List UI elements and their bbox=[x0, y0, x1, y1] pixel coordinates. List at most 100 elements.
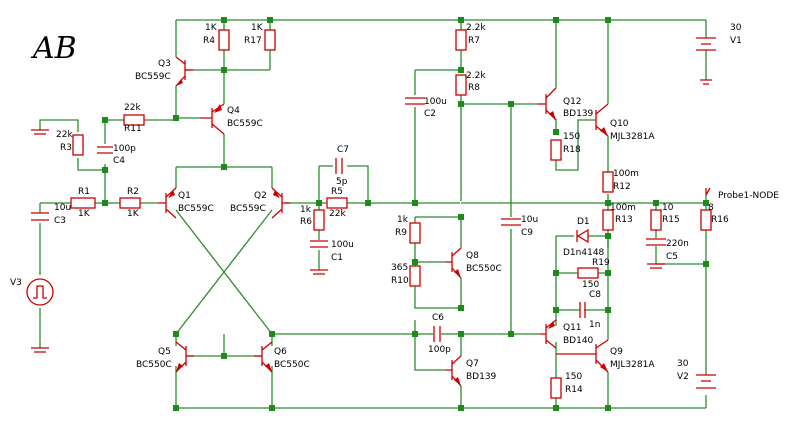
label-r1: R1 bbox=[78, 187, 90, 197]
label-r6v: 1k bbox=[300, 205, 312, 215]
label-r6: R6 bbox=[300, 217, 312, 227]
label-q8t: BC550C bbox=[466, 264, 502, 274]
label-r8: R8 bbox=[468, 83, 480, 93]
label-c3v: 10u bbox=[54, 203, 71, 213]
label-r13v: 100m bbox=[610, 203, 636, 213]
resistor-r6 bbox=[313, 209, 325, 231]
label-q7t: BD139 bbox=[466, 372, 497, 382]
label-c7: C7 bbox=[337, 145, 349, 155]
label-v3: V3 bbox=[10, 278, 22, 288]
label-q6: Q6 bbox=[274, 347, 287, 357]
resistor-r13 bbox=[602, 209, 614, 231]
label-r13: R13 bbox=[615, 215, 633, 225]
transistor-q2 bbox=[271, 187, 290, 219]
label-q2: Q2 bbox=[254, 191, 267, 201]
resistor-r12 bbox=[602, 171, 614, 193]
label-r16v: 8 bbox=[708, 203, 714, 213]
diode-d1 bbox=[576, 228, 589, 244]
label-r8v: 2.2k bbox=[466, 71, 486, 81]
probe-marker-icon bbox=[705, 187, 711, 196]
label-c9: C9 bbox=[521, 228, 533, 238]
capacitor-c9 bbox=[501, 218, 521, 226]
label-r4: R4 bbox=[203, 36, 215, 46]
capacitor-c7 bbox=[335, 158, 343, 174]
label-q1t: BC559C bbox=[178, 204, 214, 214]
ground-icon bbox=[31, 347, 49, 353]
label-c8v: 1n bbox=[589, 320, 600, 330]
label-v2v: 30 bbox=[677, 359, 689, 369]
label-r10: R10 bbox=[391, 276, 409, 286]
label-r19: R19 bbox=[592, 258, 610, 268]
sources bbox=[26, 37, 716, 389]
label-r2: R2 bbox=[127, 187, 139, 197]
label-r5: R5 bbox=[331, 187, 343, 197]
label-r5v: 22k bbox=[329, 209, 346, 219]
label-r4v: 1K bbox=[205, 23, 218, 33]
label-q4: Q4 bbox=[227, 106, 240, 116]
resistors bbox=[70, 29, 712, 399]
label-q9t: MJL3281A bbox=[610, 360, 655, 370]
label-c8: C8 bbox=[589, 290, 601, 300]
label-r3v: 22k bbox=[56, 130, 73, 140]
resistor-r10 bbox=[409, 265, 421, 287]
label-q2t: BC559C bbox=[230, 204, 266, 214]
transistor-q6 bbox=[254, 341, 273, 373]
label-q5: Q5 bbox=[158, 347, 171, 357]
label-c6: C6 bbox=[432, 313, 444, 323]
label-q6t: BC550C bbox=[274, 360, 310, 370]
ground-icon bbox=[31, 129, 49, 135]
label-r17v: 1K bbox=[251, 23, 264, 33]
label-q11t: BD140 bbox=[563, 336, 594, 346]
resistor-r17 bbox=[264, 29, 276, 51]
transistor-q7 bbox=[446, 355, 462, 387]
label-r12: R12 bbox=[613, 182, 631, 192]
ground-icon bbox=[647, 263, 665, 269]
label-r15v: 10 bbox=[662, 203, 674, 213]
resistor-r19 bbox=[577, 267, 599, 279]
label-c1v: 100u bbox=[331, 240, 354, 250]
label-r11v: 22k bbox=[124, 103, 141, 113]
label-c4v: 100p bbox=[113, 144, 136, 154]
label-q4t: BC559C bbox=[227, 119, 263, 129]
resistor-r18 bbox=[550, 139, 562, 161]
label-c2v: 100u bbox=[424, 97, 447, 107]
transistor-q9 bbox=[556, 339, 609, 373]
label-r17: R17 bbox=[244, 36, 262, 46]
label-d1t: D1n4148 bbox=[563, 248, 605, 258]
label-q12: Q12 bbox=[563, 97, 582, 107]
label-v1v: 30 bbox=[730, 23, 742, 33]
label-c5v: 220n bbox=[666, 239, 689, 249]
capacitor-c5 bbox=[646, 238, 666, 246]
label-r12v: 100m bbox=[613, 169, 639, 179]
probe-label: Probe1-NODE bbox=[718, 191, 779, 201]
resistor-r1 bbox=[70, 197, 96, 209]
label-r16: R16 bbox=[711, 215, 729, 225]
capacitor-c8 bbox=[579, 302, 586, 318]
transistor-q3 bbox=[175, 56, 193, 87]
label-v2: V2 bbox=[677, 372, 689, 382]
label-d1: D1 bbox=[577, 217, 590, 227]
resistor-r7 bbox=[455, 29, 467, 51]
label-c4: C4 bbox=[113, 156, 125, 166]
labels: 1K R4 1K R17 2.2k R7 2.2k R8 30 V1 Q3 BC… bbox=[10, 23, 779, 395]
capacitor-c6 bbox=[433, 326, 441, 342]
label-r14: R14 bbox=[565, 385, 583, 395]
transistor-q10 bbox=[595, 103, 609, 137]
label-q9: Q9 bbox=[610, 347, 623, 357]
capacitor-c3 bbox=[31, 212, 49, 221]
label-r9: R9 bbox=[395, 228, 407, 238]
label-c9v: 10u bbox=[521, 215, 538, 225]
transistors bbox=[158, 56, 609, 387]
label-r14v: 150 bbox=[565, 372, 582, 382]
label-r15: R15 bbox=[662, 215, 680, 225]
label-c1: C1 bbox=[331, 253, 343, 263]
resistor-r8 bbox=[455, 74, 467, 96]
capacitors bbox=[31, 97, 666, 342]
label-q12t: BD139 bbox=[563, 109, 594, 119]
resistor-r4 bbox=[218, 29, 230, 51]
label-q10t: MJL3281A bbox=[610, 132, 655, 142]
battery-v2 bbox=[696, 374, 716, 389]
schematic-title: AB bbox=[30, 31, 77, 66]
label-r18v: 150 bbox=[563, 132, 580, 142]
label-q3: Q3 bbox=[158, 59, 171, 69]
